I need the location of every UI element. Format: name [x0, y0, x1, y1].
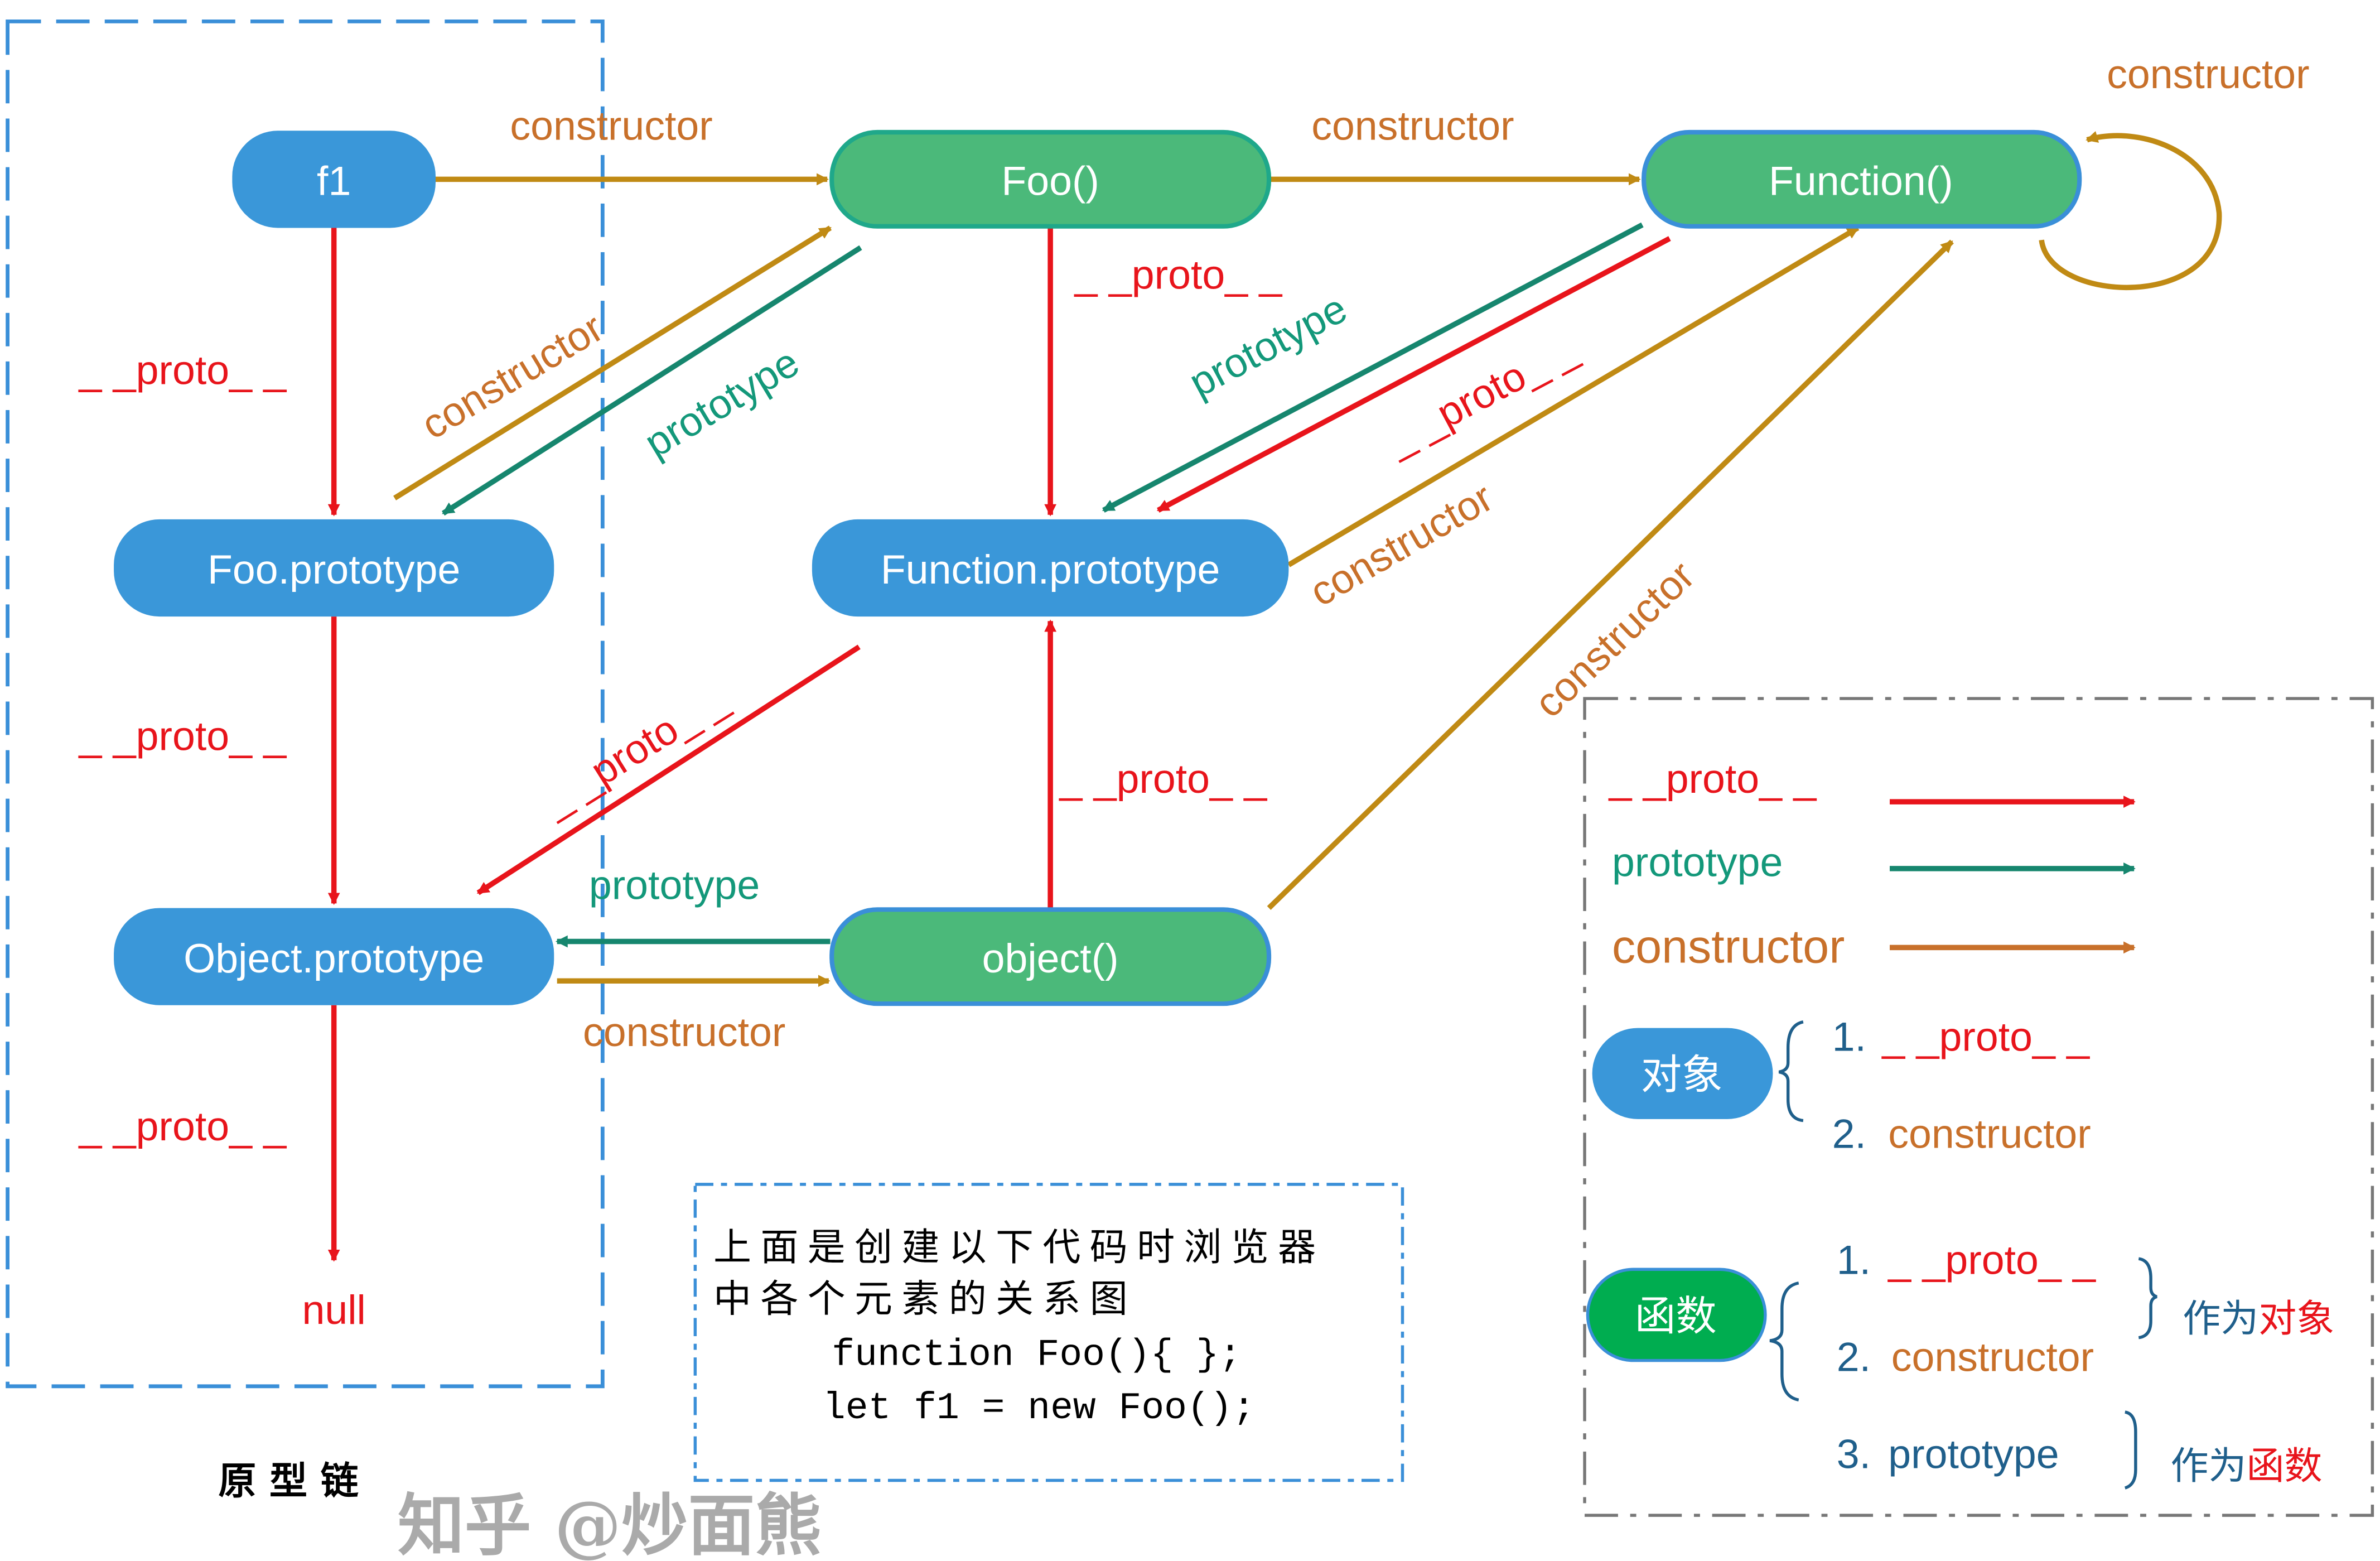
- legend-prototype-label: prototype: [1612, 839, 1783, 885]
- label-function-prototype-proto: _ _proto_ _: [533, 675, 735, 825]
- legend-function-brace: [1769, 1281, 1799, 1401]
- legend-proto-label: _ _proto_ _: [1608, 755, 1817, 802]
- caption: 原 型 链: [218, 1459, 358, 1504]
- label-object-prototype-proto: _ _proto_ _: [78, 1103, 287, 1149]
- legend-box: [1583, 697, 2374, 1517]
- node-function: Function(): [1642, 129, 2082, 229]
- legend-function-item1-num: 1.: [1837, 1236, 1871, 1283]
- edge-function-prototype-proto: [476, 644, 861, 895]
- code-box-line1: 上面是创建以下代码时浏览器: [713, 1226, 1325, 1270]
- label-f1-proto: _ _proto_ _: [78, 347, 287, 393]
- code-line-2: let f1 = new Foo();: [823, 1387, 1256, 1430]
- node-function-prototype-label: Function.prototype: [881, 546, 1220, 592]
- node-foo-prototype-label: Foo.prototype: [207, 546, 460, 592]
- label-object-proto: _ _proto_ _: [1058, 755, 1267, 802]
- edge-function-prototype: [1102, 222, 1644, 513]
- legend-object-item2-num: 2.: [1832, 1111, 1866, 1157]
- legend-function-item1: _ _proto_ _: [1887, 1236, 2096, 1283]
- node-object-prototype: Object.prototype: [114, 908, 554, 1005]
- legend-object-badge: 对象: [1592, 1028, 1773, 1119]
- node-function-label: Function(): [1769, 158, 1953, 204]
- edge-foo-prototype-constructor: [393, 225, 832, 500]
- label-function-self-constructor: constructor: [2107, 51, 2309, 97]
- label-function-prototype: prototype: [1181, 285, 1354, 406]
- node-foo-prototype: Foo.prototype: [114, 519, 554, 617]
- code-box-line2: 中各个元素的关系图: [713, 1277, 1137, 1321]
- node-foo-label: Foo(): [1001, 158, 1099, 204]
- svg-text:函数: 函数: [1635, 1293, 1717, 1340]
- label-object-prototype-link: prototype: [589, 861, 760, 908]
- node-object: object(): [829, 907, 1272, 1006]
- prototype-chain-box: [6, 19, 605, 1389]
- node-foo: Foo(): [829, 129, 1272, 229]
- legend-object-item1-num: 1.: [1832, 1013, 1866, 1059]
- edge-function-prototype-constructor: [1287, 225, 1860, 567]
- label-f1-constructor: constructor: [510, 103, 712, 149]
- watermark: 知乎 @炒面熊: [398, 1487, 822, 1561]
- code-box: [693, 1183, 1404, 1482]
- node-object-prototype-label: Object.prototype: [184, 935, 484, 981]
- legend-object-item1: _ _proto_ _: [1881, 1013, 2090, 1059]
- code-line-1: function Foo(){ };: [832, 1334, 1242, 1377]
- label-object-prototype-constructor: constructor: [583, 1009, 785, 1055]
- label-object-constructor: constructor: [1525, 552, 1703, 726]
- legend-as-object-brace: [2138, 1257, 2157, 1340]
- node-function-prototype: Function.prototype: [812, 519, 1289, 617]
- label-foo-prototype-proto: _ _proto_ _: [78, 713, 287, 759]
- legend-as-function: 作为函数: [2170, 1444, 2322, 1488]
- legend-function-badge: 函数: [1586, 1268, 1767, 1362]
- node-f1-label: f1: [317, 158, 351, 204]
- legend-object-brace: [1778, 1020, 1804, 1122]
- legend-as-object: 作为对象: [2183, 1297, 2334, 1341]
- legend-function-item3-num: 3.: [1837, 1431, 1871, 1477]
- node-f1: f1: [232, 131, 436, 228]
- node-object-label: object(): [982, 935, 1119, 981]
- legend-function-item3: prototype: [1888, 1431, 2059, 1477]
- label-foo-prototype: prototype: [636, 339, 807, 466]
- legend-function-item2: constructor: [1891, 1334, 2094, 1380]
- legend-object-item2: constructor: [1888, 1111, 2091, 1157]
- label-foo-proto: _ _proto_ _: [1074, 251, 1283, 297]
- edge-function-self-constructor: [2039, 131, 2222, 291]
- svg-text:对象: 对象: [1641, 1051, 1723, 1099]
- legend-as-function-brace: [2124, 1410, 2137, 1490]
- label-foo-constructor: constructor: [1311, 103, 1514, 149]
- edge-foo-prototype: [442, 245, 862, 516]
- label-function-prototype-constructor: constructor: [1302, 474, 1500, 615]
- legend-constructor-label: constructor: [1612, 921, 1845, 973]
- legend-function-item2-num: 2.: [1837, 1334, 1871, 1380]
- edge-function-proto: [1156, 236, 1671, 513]
- node-null: null: [302, 1287, 365, 1333]
- edge-object-constructor: [1267, 239, 1954, 910]
